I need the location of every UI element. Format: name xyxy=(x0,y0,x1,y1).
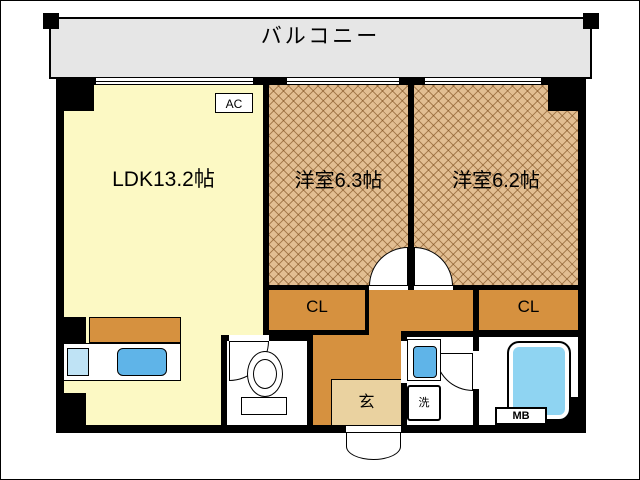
wall-washroom-top xyxy=(401,331,578,337)
door-gap-room-a xyxy=(369,285,408,290)
outer-wall-bottom xyxy=(56,425,586,433)
balcony-corner-right xyxy=(583,13,599,29)
wall-closet-a-right xyxy=(365,285,369,335)
closet-b-label: CL xyxy=(517,297,540,316)
room-a-label: 洋室6.3帖 xyxy=(294,170,383,192)
door-gap-toilet xyxy=(229,335,269,341)
western-room-a-floor xyxy=(269,85,408,285)
ac-unit: AC xyxy=(215,93,253,113)
toilet-tank xyxy=(241,397,287,415)
wall-closet-a-bottom xyxy=(263,330,369,335)
room-b-label: 洋室6.2帖 xyxy=(452,170,540,192)
entrance-label: 玄 xyxy=(358,394,375,411)
western-room-b-floor xyxy=(414,85,578,285)
vanity-sink xyxy=(413,346,437,378)
kitchen-stove xyxy=(67,348,89,376)
meter-box: MB xyxy=(495,407,547,425)
outer-wall-right xyxy=(578,77,586,433)
kitchen-counter xyxy=(89,317,181,343)
balcony-area: バルコニー xyxy=(49,17,592,79)
balcony-label: バルコニー xyxy=(260,25,381,48)
room-b-window xyxy=(425,77,541,85)
wall-closet-b-left xyxy=(473,285,479,335)
meter-box-label: MB xyxy=(512,410,530,422)
door-arc-entrance xyxy=(346,433,401,460)
door-gap-washroom xyxy=(401,341,407,383)
toilet-seat xyxy=(253,359,277,389)
ldk-label: LDK13.2帖 xyxy=(112,168,215,191)
closet-a-label: CL xyxy=(306,297,328,316)
outer-wall-left xyxy=(56,77,64,433)
ac-label: AC xyxy=(225,97,243,111)
closet-b-floor xyxy=(479,290,578,330)
pillar-bottom-left xyxy=(56,393,86,433)
closet-a-floor xyxy=(269,290,365,330)
door-gap-room-b xyxy=(414,285,453,290)
balcony-corner-left xyxy=(43,13,59,29)
pillar-top-left xyxy=(56,77,94,111)
vanity-unit xyxy=(407,339,441,381)
door-arc-room-a xyxy=(369,247,408,286)
wall-ldk-room-a xyxy=(263,85,269,335)
washer-label: 洗 xyxy=(418,397,430,409)
door-gap-bathroom xyxy=(473,351,479,389)
washing-machine: 洗 xyxy=(407,385,441,421)
room-a-window xyxy=(287,77,399,85)
entrance-floor: 玄 xyxy=(331,379,401,425)
wall-toilet-right xyxy=(307,335,313,425)
wall-room-a-room-b xyxy=(408,85,414,285)
pillar-top-right xyxy=(548,77,586,111)
door-gap-entrance xyxy=(346,425,401,433)
wall-toilet-left xyxy=(221,335,227,425)
kitchen-sink xyxy=(117,348,167,376)
ldk-window xyxy=(96,77,253,85)
